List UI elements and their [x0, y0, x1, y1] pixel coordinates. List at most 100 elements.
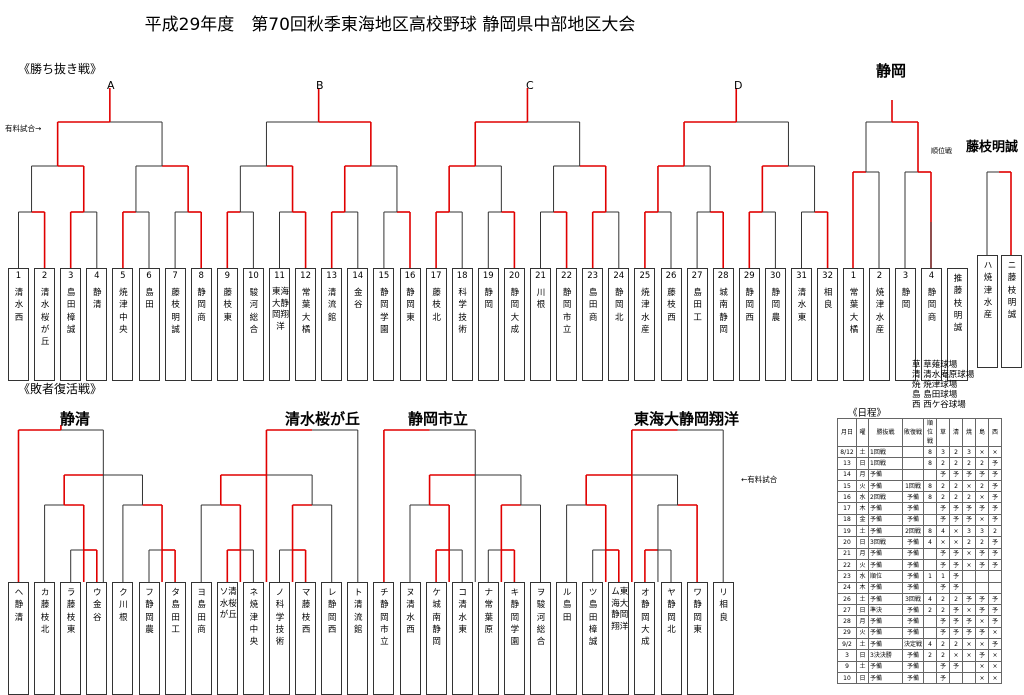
schedule-cell: 予備: [902, 626, 924, 640]
schedule-cell: [923, 547, 937, 560]
schedule-cell: 予備: [902, 513, 924, 527]
schedule-cell: [962, 671, 976, 685]
schedule-cell: ×: [962, 479, 976, 493]
schedule-header: 焼: [962, 418, 976, 447]
schedule-cell: ×: [949, 649, 963, 662]
rank-match-note: 順位戦: [931, 147, 952, 155]
winner-fujieda-meisei: 藤枝明誠: [966, 140, 1019, 155]
schedule-cell: 予: [949, 547, 963, 560]
schedule-cell: 土: [856, 525, 869, 538]
loser-team-box: ラ藤枝東: [60, 582, 82, 695]
schedule-cell: 木: [856, 581, 869, 594]
team-name: 静岡市立: [562, 288, 572, 335]
loser-team-box: フ静岡農: [138, 582, 160, 695]
schedule-cell: 2: [936, 604, 950, 617]
schedule-cell: ×: [975, 660, 989, 673]
loser-team-box: ソ清水桜が丘: [216, 582, 238, 695]
loser-team-box: ヘ静清: [8, 582, 29, 695]
schedule-cell: 予: [988, 604, 1002, 617]
team-number: 32: [822, 271, 833, 281]
team-name: ツ島田樟誠: [588, 588, 598, 648]
team-number: 11: [274, 271, 285, 281]
venue-item: 清 清水庵原球場: [912, 370, 975, 380]
schedule-header: 清: [949, 418, 963, 447]
venue-item: 西 西ケ谷球場: [912, 400, 966, 410]
schedule-cell: ×: [962, 547, 976, 560]
team-name: リ相良: [719, 588, 728, 623]
schedule-header: 勝抜戦: [868, 418, 903, 447]
schedule-header: 月日: [837, 418, 857, 447]
schedule-cell: 予備: [902, 558, 924, 572]
schedule-cell: 3回戦: [868, 536, 903, 549]
team-name: 藤枝北: [432, 288, 441, 323]
schedule-cell: [962, 660, 976, 673]
schedule-cell: 月: [856, 547, 869, 560]
team-number: 16: [404, 271, 416, 281]
loser-team-box: タ島田工: [164, 582, 186, 695]
schedule-cell: 予: [988, 513, 1002, 527]
schedule-cell: 2: [936, 638, 950, 651]
schedule-cell: 予備: [868, 581, 903, 594]
loser-team-box: ヲ駿河総合: [530, 582, 551, 695]
schedule-cell: [923, 502, 937, 515]
team-name: ニ藤枝明誠: [1007, 261, 1017, 321]
loser-team-box: レ静岡西: [321, 582, 343, 695]
schedule-cell: 火: [856, 626, 869, 640]
schedule-cell: 予: [975, 649, 989, 662]
schedule-cell: 1: [936, 570, 950, 583]
team-name: 藤枝明誠: [171, 288, 180, 335]
paid-match-note-right: ←有料試合: [741, 475, 778, 484]
team-number: 6: [146, 271, 152, 281]
loser-team-box: コ清水東: [451, 582, 473, 695]
loser-team-box: カ藤枝北: [34, 582, 56, 695]
schedule-cell: 予: [988, 457, 1002, 470]
schedule-cell: 4: [936, 525, 950, 538]
schedule-cell: [988, 570, 1002, 583]
team-name: 島田商: [588, 288, 598, 323]
schedule-cell: 4: [923, 592, 937, 606]
schedule-cell: 予: [988, 558, 1002, 572]
schedule-cell: 予: [936, 502, 950, 515]
schedule-cell: ×: [975, 491, 989, 504]
schedule-cell: [923, 513, 937, 527]
schedule-cell: 2: [975, 457, 989, 470]
team-number: 28: [717, 271, 729, 281]
team-name: ナ常葉原: [484, 588, 494, 635]
team-number: 10: [247, 271, 259, 281]
schedule-title: 《日程》: [848, 408, 887, 419]
schedule-header: 西: [988, 418, 1002, 447]
schedule-cell: 3: [962, 525, 976, 538]
rank-team-box: ニ藤枝明誠: [1001, 255, 1022, 368]
schedule-cell: 予備: [868, 660, 903, 673]
block-label-b: B: [316, 79, 324, 92]
loser-team-box: ナ常葉原: [477, 582, 499, 695]
team-number: 3: [902, 271, 909, 281]
loser-team-box: ヨ島田商: [190, 582, 212, 695]
schedule-cell: 予: [975, 547, 989, 560]
schedule-cell: [975, 570, 989, 583]
schedule-cell: 8/12: [837, 445, 857, 459]
schedule-cell: 予: [962, 615, 976, 628]
schedule-cell: 3決決勝: [868, 649, 903, 662]
